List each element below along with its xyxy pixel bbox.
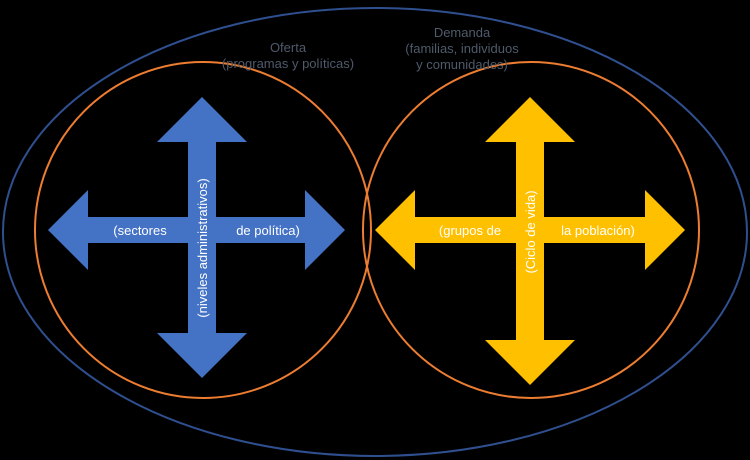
oferta-circle xyxy=(34,61,372,399)
yellow-vertical-label: (Ciclo de vida) xyxy=(523,190,538,273)
oferta-subtitle: (programas y políticas) xyxy=(222,56,354,71)
oferta-title: Oferta xyxy=(270,40,307,55)
demanda-title: Demanda xyxy=(434,25,491,40)
outer-ellipse xyxy=(2,7,748,457)
demanda-subtitle-1: (familias, individuos xyxy=(405,41,519,56)
blue-right-label: de política) xyxy=(236,223,300,238)
yellow-right-label: la población) xyxy=(561,223,635,238)
blue-left-label: (sectores xyxy=(113,223,167,238)
yellow-left-label: (grupos de xyxy=(439,223,501,238)
blue-vertical-arrow xyxy=(157,97,247,378)
blue-cross-arrows xyxy=(48,97,345,378)
yellow-cross-arrows xyxy=(375,97,685,385)
yellow-vertical-arrow xyxy=(485,97,575,385)
demanda-circle xyxy=(362,61,700,399)
blue-vertical-label: (niveles administrativos) xyxy=(195,178,210,317)
demanda-subtitle-2: y comunidades) xyxy=(416,57,508,72)
